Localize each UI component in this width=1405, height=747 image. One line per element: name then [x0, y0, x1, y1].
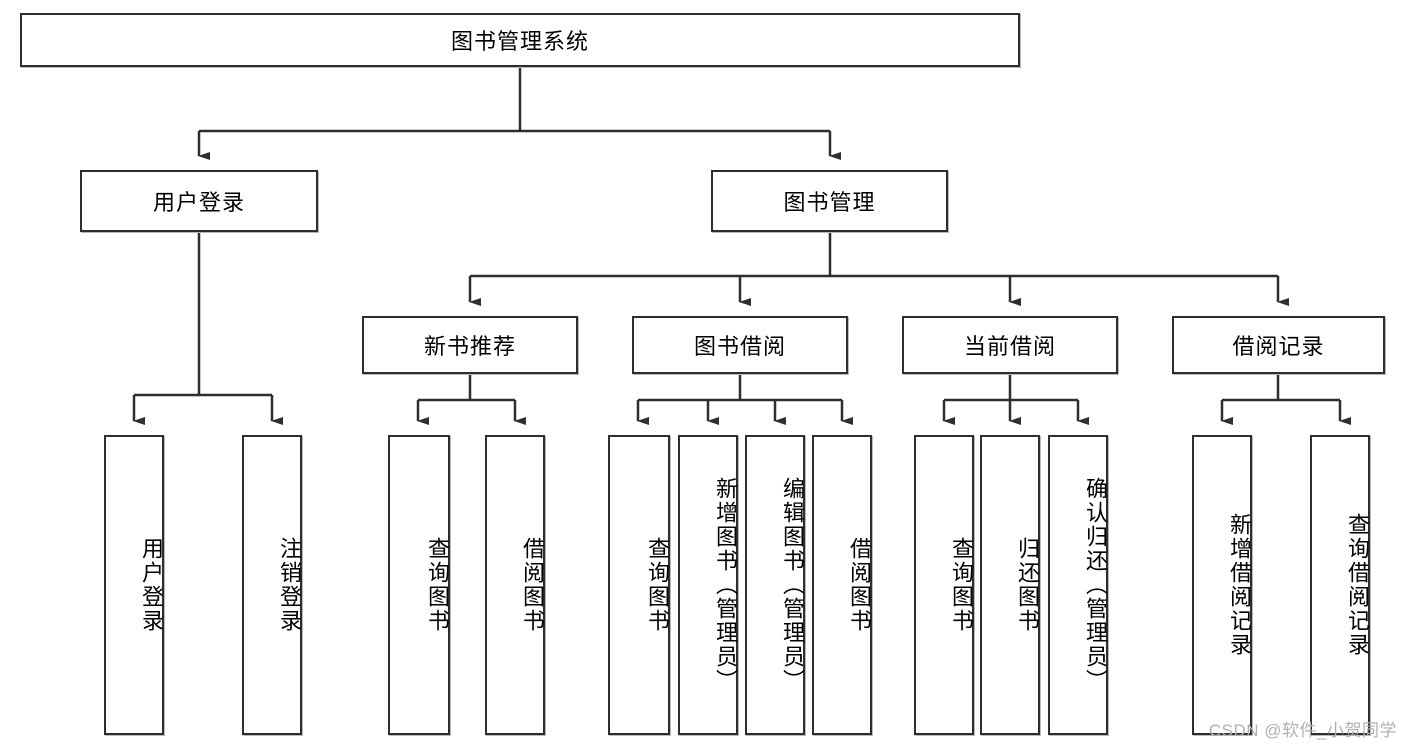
- leaf-query-book-recommend[interactable]: 查询图书: [388, 435, 450, 735]
- node-label: 查询借阅记录: [1345, 513, 1370, 657]
- node-label: 当前借阅: [963, 334, 1056, 359]
- leaf-return-book[interactable]: 归还图书: [980, 435, 1040, 735]
- node-label: 图书管理系统: [450, 29, 589, 54]
- node-label: 注销登录: [277, 537, 302, 633]
- leaf-query-borrow-record[interactable]: 查询借阅记录: [1310, 435, 1370, 735]
- node-new-book-recommend[interactable]: 新书推荐: [362, 316, 578, 374]
- node-label: 编辑图书（管理员）: [780, 477, 805, 693]
- node-label: 借阅图书: [847, 537, 872, 633]
- node-label: 借阅图书: [520, 537, 545, 633]
- node-book-management[interactable]: 图书管理: [711, 170, 948, 232]
- leaf-confirm-return-admin[interactable]: 确认归还（管理员）: [1048, 435, 1108, 735]
- node-label: 用户登录: [152, 190, 245, 215]
- node-current-borrow[interactable]: 当前借阅: [902, 316, 1118, 374]
- node-label: 归还图书: [1015, 537, 1040, 633]
- leaf-query-book-borrow[interactable]: 查询图书: [608, 435, 670, 735]
- csdn-watermark: CSDN @软件_小贺同学: [1208, 721, 1397, 740]
- node-label: 确认归还（管理员）: [1083, 477, 1108, 693]
- node-label: 新增借阅记录: [1227, 513, 1252, 657]
- leaf-query-book-current[interactable]: 查询图书: [914, 435, 974, 735]
- node-label: 查询图书: [645, 537, 670, 633]
- node-borrow-record[interactable]: 借阅记录: [1172, 316, 1385, 374]
- leaf-logout-login[interactable]: 注销登录: [242, 435, 302, 735]
- node-user-login[interactable]: 用户登录: [80, 170, 318, 232]
- leaf-borrow-book-recommend[interactable]: 借阅图书: [485, 435, 545, 735]
- leaf-user-login[interactable]: 用户登录: [104, 435, 164, 735]
- node-label: 新书推荐: [423, 334, 516, 359]
- leaf-edit-book-admin[interactable]: 编辑图书（管理员）: [745, 435, 805, 735]
- node-label: 图书借阅: [693, 334, 786, 359]
- node-label: 查询图书: [949, 537, 974, 633]
- leaf-add-borrow-record[interactable]: 新增借阅记录: [1192, 435, 1252, 735]
- leaf-borrow-book[interactable]: 借阅图书: [812, 435, 872, 735]
- node-label: 图书管理: [783, 190, 876, 215]
- node-label: 借阅记录: [1232, 334, 1325, 359]
- leaf-add-book-admin[interactable]: 新增图书（管理员）: [678, 435, 738, 735]
- node-book-borrow[interactable]: 图书借阅: [632, 316, 848, 374]
- node-label: 新增图书（管理员）: [713, 477, 738, 693]
- node-label: 查询图书: [425, 537, 450, 633]
- node-root[interactable]: 图书管理系统: [20, 13, 1020, 67]
- node-label: 用户登录: [139, 537, 164, 633]
